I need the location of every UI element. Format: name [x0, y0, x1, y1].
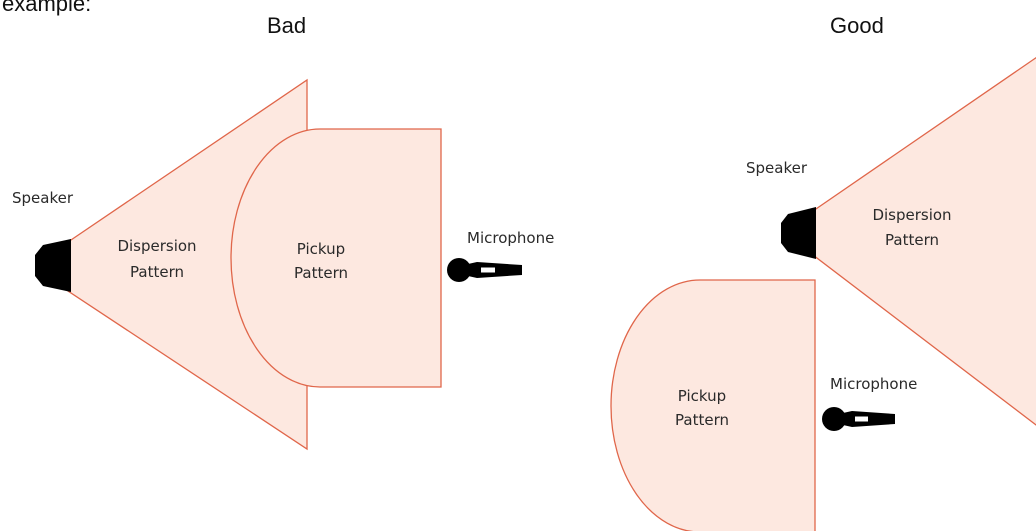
bad-microphone-label: Microphone [467, 229, 554, 247]
good-pickup-pattern [610, 279, 816, 531]
good-microphone-icon [822, 407, 895, 431]
header-fragment: example: [2, 0, 91, 16]
bad-speaker-icon [35, 239, 71, 292]
bad-speaker-label: Speaker [12, 189, 74, 207]
bad-heading: Bad [267, 13, 306, 38]
bad-panel: Bad Speaker Dispersion Pattern Pickup Pa… [12, 13, 554, 451]
good-heading: Good [830, 13, 884, 38]
bad-microphone-icon [447, 258, 522, 282]
bad-dispersion-label-line2: Pattern [130, 263, 184, 281]
good-microphone-label: Microphone [830, 375, 917, 393]
good-pickup-label-line1: Pickup [678, 387, 726, 405]
good-speaker-icon [781, 207, 816, 259]
bad-pickup-label-line1: Pickup [297, 240, 345, 258]
bad-pickup-label-line2: Pattern [294, 264, 348, 282]
bad-pickup-pattern [230, 128, 442, 388]
good-dispersion-label-line1: Dispersion [872, 206, 951, 224]
good-dispersion-label-line2: Pattern [885, 231, 939, 249]
good-panel: Good Speaker Dispersion Pattern Pickup P… [610, 13, 1036, 531]
bad-dispersion-label-line1: Dispersion [117, 237, 196, 255]
good-speaker-label: Speaker [746, 159, 808, 177]
good-pickup-label-line2: Pattern [675, 411, 729, 429]
